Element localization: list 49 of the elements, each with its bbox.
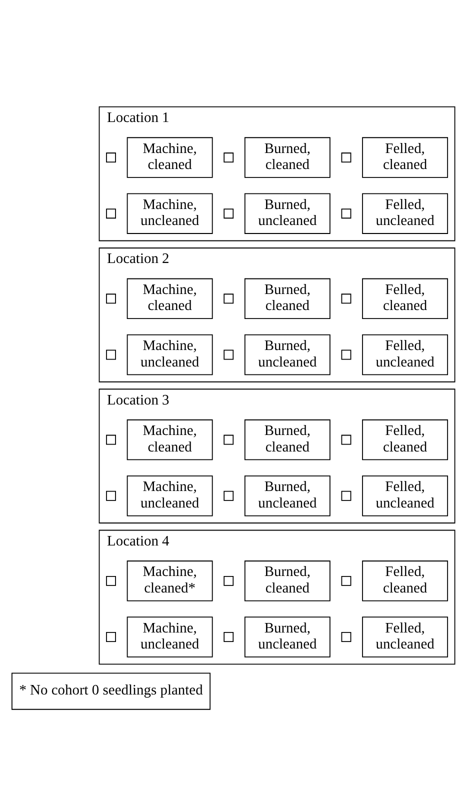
node-box: Burned, cleaned <box>244 419 330 460</box>
node-box: Machine, cleaned <box>126 278 213 319</box>
node-box: Burned, cleaned <box>244 278 330 319</box>
node-box: Machine, cleaned <box>126 419 213 460</box>
node-box: * No cohort 0 seedlings planted <box>12 672 211 710</box>
node-box <box>106 350 116 360</box>
node-box: Felled, uncleaned <box>362 193 448 234</box>
node-box <box>341 434 352 445</box>
node-box: Machine, cleaned* <box>126 560 213 602</box>
node-box <box>106 294 116 304</box>
node-box <box>224 576 234 586</box>
node-box: Felled, uncleaned <box>362 334 448 376</box>
node-box: Machine, uncleaned <box>126 193 213 234</box>
node-box: Burned, cleaned <box>244 560 330 602</box>
node-box <box>106 434 116 445</box>
node-box <box>341 208 352 219</box>
node-box <box>341 294 352 304</box>
node-box <box>106 632 116 642</box>
node-box <box>106 208 116 219</box>
node-box: Felled, cleaned <box>362 278 448 319</box>
node-box: Machine, uncleaned <box>126 334 213 376</box>
node-box <box>224 632 234 642</box>
node-box: Felled, uncleaned <box>362 616 448 658</box>
node-box <box>224 350 234 360</box>
node-box <box>341 152 352 162</box>
node-box: Burned, cleaned <box>244 137 330 178</box>
node-box: Felled, uncleaned <box>362 476 448 516</box>
node-box <box>106 152 116 162</box>
node-box <box>341 576 352 586</box>
node-box: Burned, uncleaned <box>244 616 330 658</box>
node-box: Burned, uncleaned <box>244 476 330 516</box>
node-box: Felled, cleaned <box>362 419 448 460</box>
node-box: Felled, cleaned <box>362 560 448 602</box>
node-box <box>224 152 234 162</box>
node-box <box>224 434 234 445</box>
node-box <box>106 576 116 586</box>
node-box <box>224 294 234 304</box>
node-box: Burned, uncleaned <box>244 193 330 234</box>
node-box <box>224 208 234 219</box>
node-box: Machine, uncleaned <box>126 476 213 516</box>
node-box: Machine, uncleaned <box>126 616 213 658</box>
node-box <box>106 490 116 501</box>
node-box <box>341 350 352 360</box>
node-box: Burned, uncleaned <box>244 334 330 376</box>
node-box: Machine, cleaned <box>126 137 213 178</box>
node-box <box>341 632 352 642</box>
node-box <box>224 490 234 501</box>
node-box: Felled, cleaned <box>362 137 448 178</box>
node-box <box>341 490 352 501</box>
